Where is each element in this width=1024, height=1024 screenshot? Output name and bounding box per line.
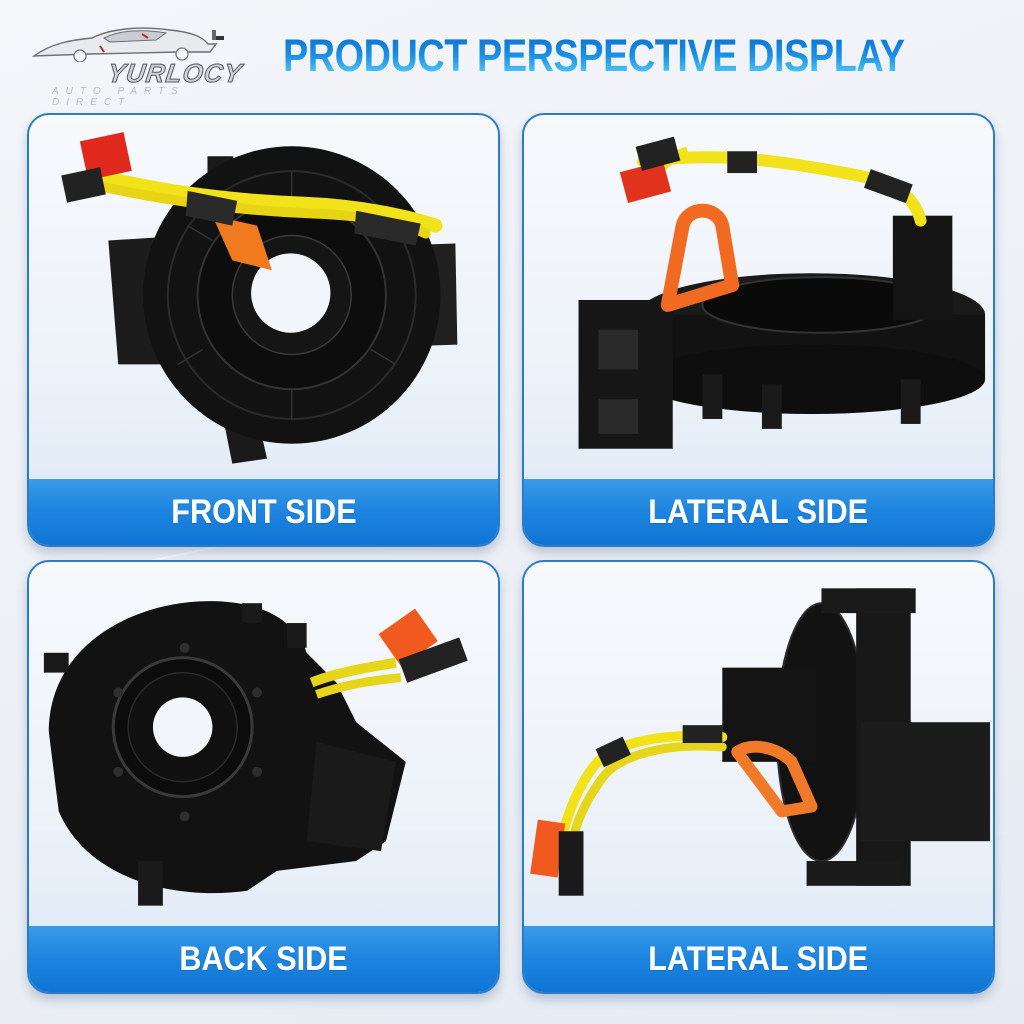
- brand-name: YURLOCY: [105, 58, 245, 89]
- panel-label: BACK SIDE: [179, 939, 348, 978]
- panel-label: LATERAL SIDE: [648, 492, 869, 531]
- clock-spring-front-image: [61, 132, 458, 464]
- panel-label-strip: LATERAL SIDE: [524, 926, 993, 992]
- sports-car-logo-icon: [31, 27, 224, 62]
- panel-label-strip: LATERAL SIDE: [524, 479, 993, 545]
- panel-label-strip: BACK SIDE: [29, 926, 498, 992]
- clock-spring-lateral-image-1: [578, 136, 986, 449]
- header: YURLOCY AUTO PARTS DIRECT PRODUCT PERSPE…: [0, 0, 1024, 108]
- panel-label-strip: FRONT SIDE: [29, 479, 498, 545]
- clock-spring-lateral-image-2: [530, 588, 991, 896]
- panel-lateral-side-1: LATERAL SIDE: [522, 113, 995, 547]
- page-title: PRODUCT PERSPECTIVE DISPLAY: [283, 30, 905, 81]
- panel-back-side: BACK SIDE: [27, 560, 500, 994]
- panel-label: LATERAL SIDE: [648, 939, 869, 978]
- brand-tagline: AUTO PARTS DIRECT: [52, 86, 185, 108]
- panel-lateral-side-2: LATERAL SIDE: [522, 560, 995, 994]
- panel-label: FRONT SIDE: [170, 492, 357, 531]
- brand-logo[interactable]: YURLOCY AUTO PARTS DIRECT: [24, 18, 266, 108]
- panel-front-side: FRONT SIDE: [27, 113, 500, 547]
- clock-spring-back-image: [43, 601, 468, 906]
